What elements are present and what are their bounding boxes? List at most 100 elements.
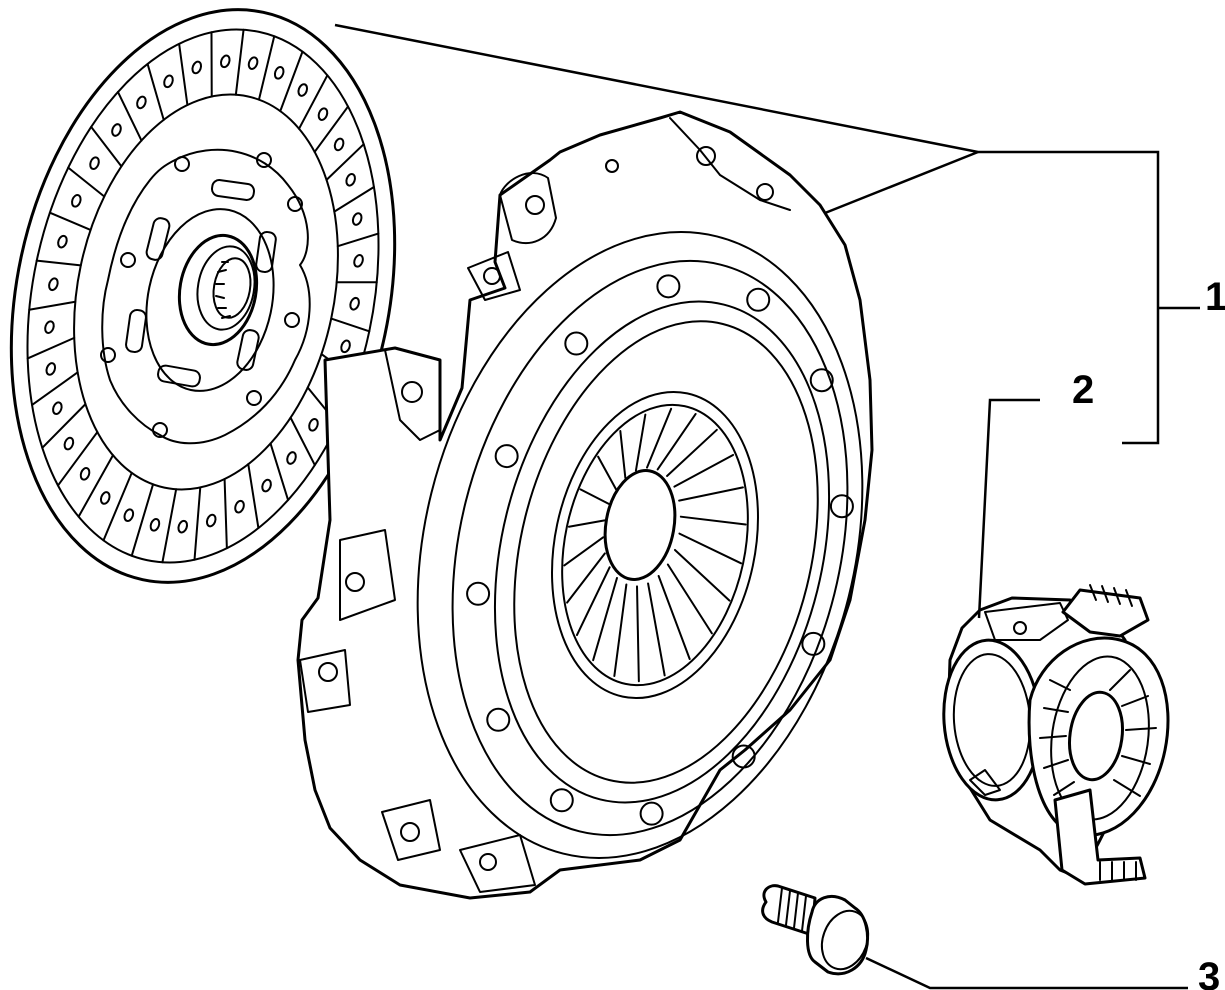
pad-divider <box>116 90 143 142</box>
rivet <box>746 287 771 312</box>
spring-finger <box>579 488 611 506</box>
callout-3: 3 <box>1198 955 1220 990</box>
diaphragm-spring-fingers <box>563 407 747 683</box>
spring-finger <box>666 563 713 635</box>
callout-2: 2 <box>1072 368 1094 412</box>
spring-finger <box>647 582 666 677</box>
rivet <box>639 801 664 826</box>
pad-divider <box>28 300 77 311</box>
spring-finger <box>636 585 640 683</box>
rivet <box>466 581 491 606</box>
rivet <box>297 83 309 97</box>
pad-divider <box>247 463 260 530</box>
pad-divider <box>67 166 106 198</box>
rivet <box>809 368 834 393</box>
pad-divider <box>279 50 304 113</box>
pad-divider <box>48 211 92 231</box>
rivet <box>48 277 59 292</box>
spring-finger <box>566 552 606 604</box>
rivet <box>247 56 259 70</box>
spring-finger <box>678 486 744 502</box>
pad-divider <box>269 442 290 502</box>
bolt <box>761 884 870 976</box>
spring-finger <box>592 577 618 662</box>
spring-finger <box>679 515 747 526</box>
rivet <box>219 54 231 69</box>
rivet <box>234 499 245 514</box>
rivet <box>353 254 364 268</box>
rivet <box>79 467 91 481</box>
pad-divider <box>313 105 350 153</box>
rivet <box>564 331 589 356</box>
spring-finger <box>567 519 606 528</box>
spring-finger <box>597 455 618 491</box>
release-bearing <box>942 584 1170 886</box>
rivet <box>349 296 360 311</box>
pad-divider <box>31 371 79 406</box>
rivet <box>89 156 100 170</box>
spring-finger <box>613 583 628 678</box>
pad-divider <box>41 403 87 449</box>
rivet <box>549 788 574 813</box>
rivet <box>191 60 203 75</box>
pad-divider <box>234 28 245 96</box>
pad-divider <box>102 471 133 542</box>
lining-rivets <box>44 54 364 534</box>
pad-divider <box>130 483 155 557</box>
rivet <box>177 519 189 534</box>
pad-divider <box>223 477 228 550</box>
pad-divider <box>333 186 375 213</box>
rivet <box>136 95 147 110</box>
rivet <box>829 494 854 519</box>
spring-finger <box>656 412 697 471</box>
rivet <box>801 631 826 656</box>
rivet <box>123 508 135 522</box>
spring-finger <box>634 413 647 472</box>
pad-divider <box>35 259 82 267</box>
rivet <box>731 744 756 769</box>
spring-finger <box>666 428 718 477</box>
spring-finger <box>673 453 735 488</box>
rivet <box>71 194 82 208</box>
rivet <box>44 320 55 334</box>
rivet <box>111 123 122 137</box>
pad-divider <box>77 454 114 518</box>
spring-finger <box>657 574 691 660</box>
rivet <box>163 74 174 89</box>
clutch-pressure-plate <box>296 110 874 900</box>
spring-finger <box>619 430 627 480</box>
pad-divider <box>193 486 202 561</box>
pad-divider <box>257 35 276 101</box>
spring-finger <box>645 407 673 469</box>
pad-divider <box>178 42 189 107</box>
rivet <box>57 234 68 249</box>
rivet <box>486 707 511 732</box>
pad-divider <box>161 488 178 564</box>
rivet <box>333 137 345 152</box>
pad-divider <box>289 416 316 467</box>
rivet <box>205 513 217 528</box>
callout-1: 1 <box>1205 275 1225 319</box>
rivet <box>63 436 75 451</box>
rivet <box>340 339 351 354</box>
rivet <box>261 478 272 493</box>
rivet <box>45 362 57 376</box>
pad-divider <box>325 143 365 181</box>
rivet <box>656 274 681 299</box>
pad-divider <box>330 317 371 333</box>
spring-finger <box>673 548 731 602</box>
rivet <box>345 172 356 187</box>
rivet <box>286 451 297 465</box>
pad-divider <box>146 62 165 121</box>
rivet <box>317 107 329 121</box>
rivet <box>99 491 111 505</box>
cover-rivets <box>466 274 854 826</box>
spring-finger <box>563 536 605 567</box>
rivet <box>273 66 285 80</box>
spring-finger <box>575 566 611 637</box>
rivet <box>308 418 319 432</box>
rivet <box>52 401 63 416</box>
pad-divider <box>90 125 123 168</box>
pad-divider <box>298 74 329 130</box>
